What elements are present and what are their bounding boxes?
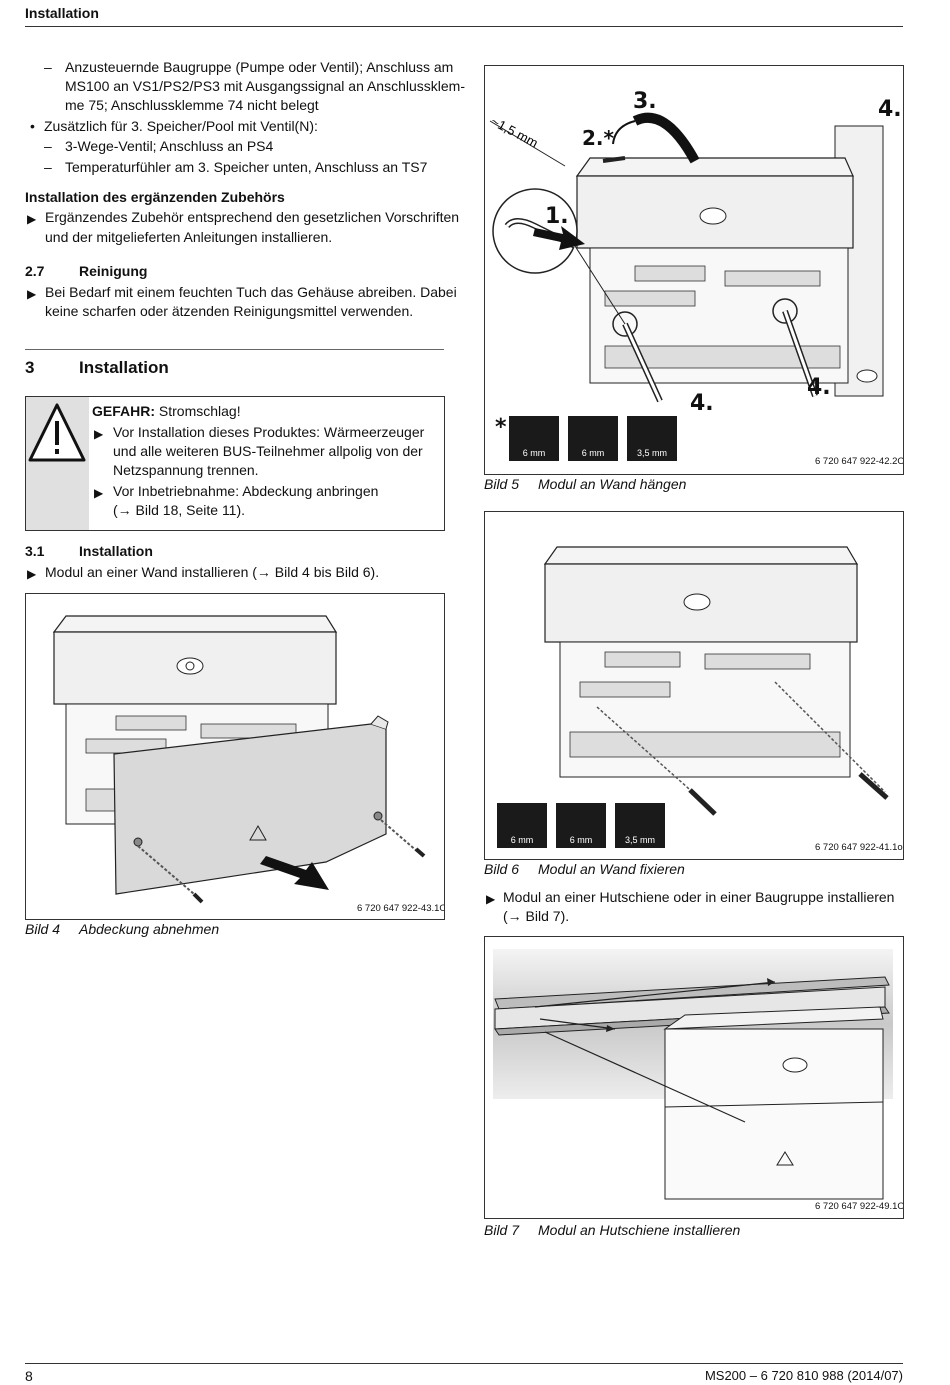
- dot-marker: •: [30, 118, 35, 134]
- wall-fix-illustration: [543, 546, 889, 816]
- chapter-number: 3: [25, 358, 35, 377]
- warning-item: Vor Inbetriebnahme: Abdeckung anbringen: [113, 483, 379, 499]
- hutschiene-text: (→ Bild 7).: [503, 908, 570, 924]
- triangle-bullet-icon: ▶: [94, 427, 104, 441]
- list-item: Anzusteuernde Baugruppe (Pumpe oder Vent…: [65, 59, 454, 75]
- section-number: 2.7: [25, 263, 45, 279]
- drill-tool-icon: 6 mm: [497, 803, 547, 848]
- step-4-label: 4.: [878, 97, 902, 122]
- document-id: MS200 – 6 720 810 988 (2014/07): [704, 1368, 903, 1383]
- install-instruction: Modul an einer Wand installieren (→ Bild…: [45, 564, 380, 580]
- danger-warning-box: GEFAHR: Stromschlag! ▶ Vor Installation …: [25, 396, 445, 531]
- figure-number: Bild 7: [484, 1222, 520, 1238]
- zubehoer-text: Ergänzendes Zubehör entsprechend den ges…: [45, 209, 460, 225]
- step-3-label: 3.: [633, 89, 657, 114]
- figure-caption: Modul an Hutschiene installieren: [538, 1222, 741, 1238]
- triangle-bullet-icon: ▶: [27, 567, 37, 581]
- reinigung-text: keine scharfen oder ätzenden Reinigungsm…: [45, 303, 414, 319]
- footer-rule: [25, 1363, 903, 1364]
- subsection-title: Installation: [79, 543, 153, 559]
- page-header-title: Installation: [25, 5, 99, 21]
- figure-code: 6 720 647 922-41.1o: [815, 842, 903, 853]
- triangle-bullet-icon: ▶: [27, 212, 37, 226]
- figure-caption: Abdeckung abnehmen: [79, 921, 220, 937]
- page-number: 8: [25, 1368, 33, 1384]
- list-item: Zusätzlich für 3. Speicher/Pool mit Vent…: [44, 118, 318, 134]
- warning-item: Vor Installation dieses Produktes: Wärme…: [113, 424, 425, 440]
- dash-marker: –: [44, 159, 52, 175]
- section-rule: [25, 349, 444, 350]
- wall-mount-illustration: ~1,5 mm 1. 2.* 3. 4. 4. 4. *: [489, 89, 902, 440]
- figure-5: ~1,5 mm 1. 2.* 3. 4. 4. 4. * 6 mm 6 mm 3…: [484, 65, 904, 475]
- figure-code: 6 720 647 922-42.2O: [815, 456, 904, 467]
- triangle-bullet-icon: ▶: [486, 892, 496, 906]
- figure-number: Bild 4: [25, 921, 61, 937]
- zubehoer-text: und der mitgelieferten Anleitungen insta…: [45, 229, 333, 245]
- list-item: Temperaturfühler am 3. Speicher unten, A…: [65, 159, 428, 175]
- din-rail-illustration: [493, 949, 893, 1200]
- figure-caption: Modul an Wand fixieren: [538, 861, 685, 877]
- figure-code: 6 720 647 922-43.1O: [357, 903, 445, 914]
- list-item: 3-Wege-Ventil; Anschluss an PS4: [65, 138, 274, 154]
- warning-label: GEFAHR:: [92, 403, 155, 419]
- warning-item: (→ Bild 18, Seite 11).: [113, 502, 246, 518]
- warning-item: und alle weiteren BUS-Teilnehmer allpoli…: [113, 443, 423, 459]
- figure-code: 6 720 647 922-49.1O: [815, 1201, 904, 1212]
- figure-caption: Modul an Wand hängen: [538, 476, 687, 492]
- figure-7: 6 720 647 922-49.1O: [484, 936, 904, 1219]
- figure-number: Bild 5: [484, 476, 520, 492]
- dash-marker: –: [44, 138, 52, 154]
- reinigung-text: Bei Bedarf mit einem feuchten Tuch das G…: [45, 284, 457, 300]
- step-4-label: 4.: [690, 391, 714, 416]
- dimension-label: ~1,5 mm: [489, 113, 541, 150]
- triangle-bullet-icon: ▶: [94, 486, 104, 500]
- triangle-bullet-icon: ▶: [27, 287, 37, 301]
- figure-6: 6 mm 6 mm 3,5 mm 6 720 647 922-41.1o: [484, 511, 904, 860]
- wall-plug-icon: 6 mm: [568, 416, 618, 461]
- zubehoer-heading: Installation des ergänzenden Zubehörs: [25, 189, 285, 205]
- hutschiene-text: Modul an einer Hutschiene oder in einer …: [503, 889, 895, 905]
- module-cover-illustration: [52, 615, 426, 904]
- wall-plug-icon: 6 mm: [556, 803, 606, 848]
- warning-triangle-icon: [28, 403, 86, 462]
- warning-sidebar: [26, 397, 89, 530]
- subsection-number: 3.1: [25, 543, 45, 559]
- step-2-label: 2.*: [582, 126, 615, 150]
- step-4-label: 4.: [807, 375, 831, 400]
- chapter-title: Installation: [79, 358, 169, 377]
- step-1-label: 1.: [545, 204, 569, 229]
- header-rule: [25, 26, 903, 27]
- section-title: Reinigung: [79, 263, 148, 279]
- dash-marker: –: [44, 59, 52, 75]
- figure-4: 6 720 647 922-43.1O: [25, 593, 445, 920]
- list-item-cont: MS100 an VS1/PS2/PS3 mit Ausgangssignal …: [65, 78, 465, 94]
- warning-item: Netzspannung trennen.: [113, 462, 259, 478]
- screw-icon: 3,5 mm: [615, 803, 665, 848]
- drill-tool-icon: 6 mm: [509, 416, 559, 461]
- optional-star: *: [495, 415, 507, 440]
- list-item-cont: me 75; Anschlussklemme 74 nicht belegt: [65, 97, 319, 113]
- figure-number: Bild 6: [484, 861, 520, 877]
- warning-text: Stromschlag!: [158, 403, 241, 419]
- screw-icon: 3,5 mm: [627, 416, 677, 461]
